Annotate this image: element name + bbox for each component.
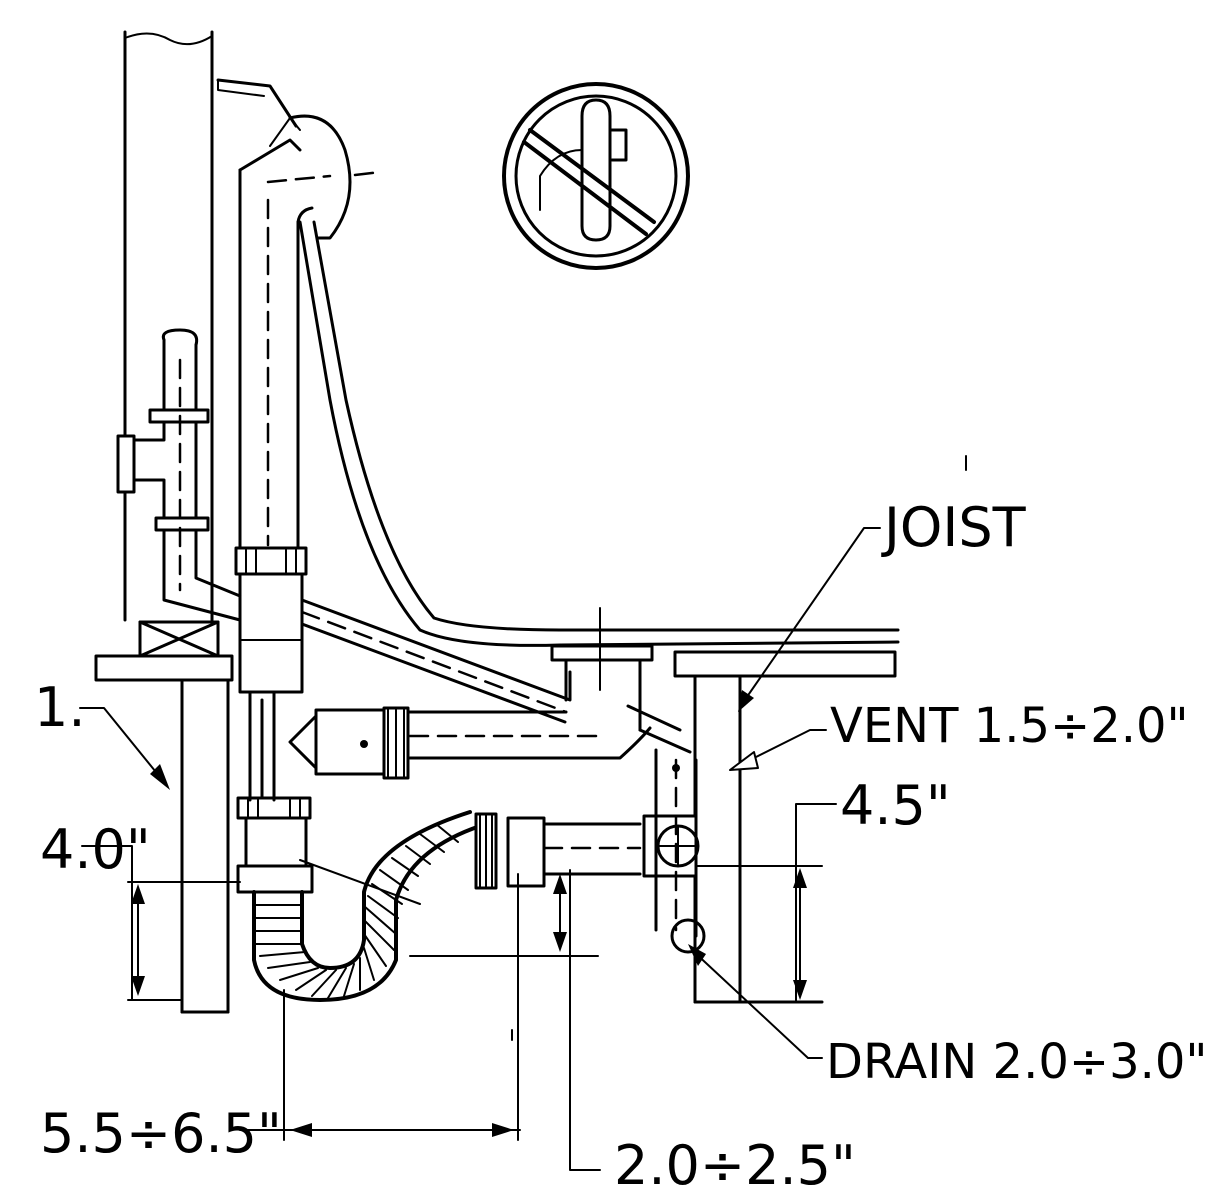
overflow-plate (216, 78, 382, 240)
drain-shoe (300, 598, 692, 754)
bathtub (269, 117, 900, 647)
dim-5-5-6-5 (239, 873, 521, 1141)
joist-label: JOIST (881, 496, 1027, 559)
left-joist (180, 678, 230, 1014)
no-overflow-sign-icon (502, 82, 690, 270)
waste-arm (288, 706, 652, 780)
leader-joist (738, 527, 881, 712)
dim-5-5-6-5-label: 5.5÷6.5" (40, 1102, 282, 1165)
dim-4-5-label: 4.5" (840, 774, 951, 837)
tee-fitting (234, 546, 308, 694)
dim-4-0-label: 4.0" (40, 818, 151, 881)
floor-sheathing (94, 650, 897, 682)
flexible-trap (252, 810, 482, 1002)
vent-label: VENT 1.5÷2.0" (830, 698, 1189, 754)
dim-2-0-2-5 (409, 869, 601, 1171)
supply-pipe (116, 328, 242, 622)
trap-arm (474, 812, 700, 890)
overflow-tube (238, 138, 332, 550)
wall-stud (123, 30, 214, 622)
drain-label: DRAIN 2.0÷3.0" (826, 1034, 1208, 1090)
vent-standpipe (654, 748, 706, 954)
right-joist (693, 674, 824, 1004)
dim-4-5 (695, 803, 837, 1003)
dim-2-0-2-5-label: 2.0÷2.5" (614, 1134, 856, 1197)
blocking-x (138, 620, 220, 658)
drain-stack (236, 690, 314, 894)
leader-vent (729, 729, 827, 771)
dim-4-0 (81, 845, 241, 1001)
leader-drain (688, 944, 823, 1059)
marker-1-label: 1. (34, 676, 86, 739)
leader-1 (79, 707, 170, 790)
